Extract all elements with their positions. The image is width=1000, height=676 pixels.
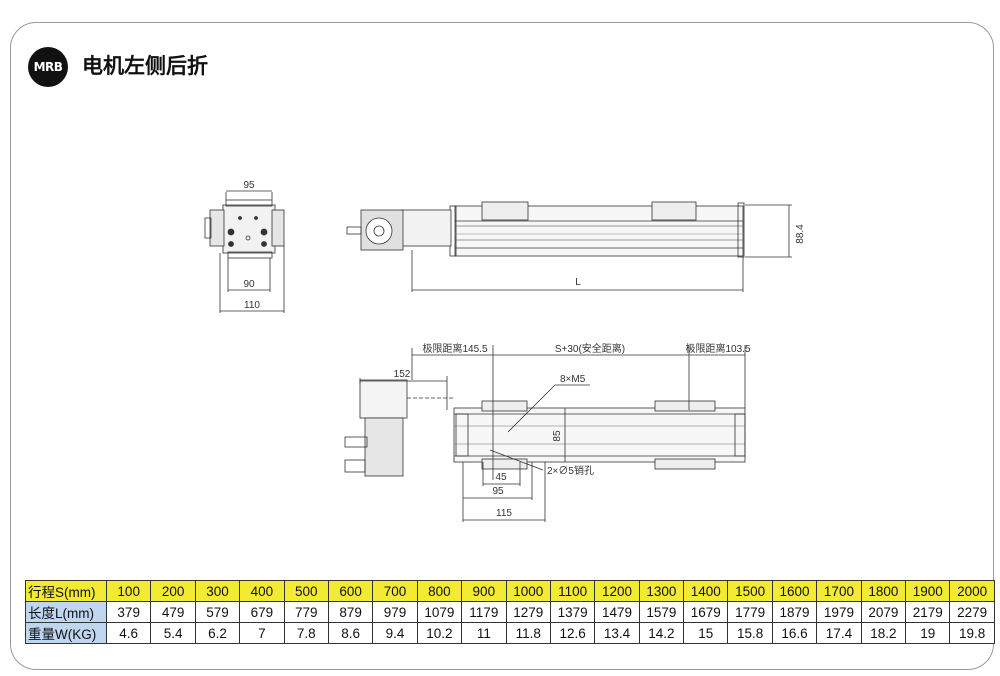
table-cell: 1200 xyxy=(594,580,640,602)
dim-pin-holes: 2×∅5销孔 xyxy=(547,464,594,477)
table-cell: 6.2 xyxy=(194,622,241,644)
brand-logo: MRB xyxy=(28,47,68,87)
table-cell: 800 xyxy=(416,580,463,602)
table-cell: 15 xyxy=(683,622,729,644)
dim-95-top: 95 xyxy=(243,180,255,191)
table-cell: 2279 xyxy=(949,601,995,623)
table-cell: 1500 xyxy=(727,580,773,602)
page-title: 电机左侧后折 xyxy=(82,54,208,78)
table-cell: 779 xyxy=(283,601,329,623)
table-cell: 979 xyxy=(372,601,418,623)
table-cell: 1300 xyxy=(638,580,685,602)
table-cell: 1600 xyxy=(771,580,818,602)
dim-thread-holes: 8×M5 xyxy=(560,374,586,385)
table-cell: 14.2 xyxy=(638,622,685,644)
table-cell: 1279 xyxy=(505,601,551,623)
dim-l: L xyxy=(575,277,581,288)
table-cell: 7.8 xyxy=(283,622,329,644)
end-view xyxy=(204,190,285,313)
table-cell: 1779 xyxy=(727,601,773,623)
table-cell: 5.4 xyxy=(150,622,196,644)
table-cell: 1579 xyxy=(638,601,685,623)
table-cell: 17.4 xyxy=(816,622,862,644)
table-cell: 13.4 xyxy=(594,622,640,644)
table-cell: 1979 xyxy=(816,601,862,623)
table-cell: 15.8 xyxy=(727,622,773,644)
table-cell: 1900 xyxy=(905,580,951,602)
table-cell: 9.4 xyxy=(372,622,418,644)
table-cell: 300 xyxy=(194,580,241,602)
table-cell: 700 xyxy=(372,580,418,602)
table-cell: 879 xyxy=(327,601,374,623)
table-cell: 379 xyxy=(105,601,152,623)
table-cell: 16.6 xyxy=(771,622,818,644)
dim-90: 90 xyxy=(243,279,255,290)
table-cell: 200 xyxy=(150,580,196,602)
dim-45: 45 xyxy=(495,472,507,483)
dim-88-4: 88.4 xyxy=(795,224,806,244)
table-cell: 1400 xyxy=(683,580,729,602)
table-cell: 1479 xyxy=(594,601,640,623)
side-view xyxy=(346,201,792,292)
row-header: 长度L(mm) xyxy=(25,601,107,623)
dim-85: 85 xyxy=(552,430,563,442)
table-cell: 1079 xyxy=(416,601,463,623)
dim-152: 152 xyxy=(394,369,411,380)
table-cell: 600 xyxy=(327,580,374,602)
table-cell: 1100 xyxy=(549,580,596,602)
table-cell: 1000 xyxy=(505,580,551,602)
table-cell: 1879 xyxy=(771,601,818,623)
table-cell: 1379 xyxy=(549,601,596,623)
table-cell: 8.6 xyxy=(327,622,374,644)
dim-limit-left: 极限距离145.5 xyxy=(422,342,487,355)
table-cell: 19.8 xyxy=(949,622,995,644)
dim-110: 110 xyxy=(244,300,260,311)
table-cell: 2079 xyxy=(860,601,907,623)
table-cell: 18.2 xyxy=(860,622,907,644)
table-cell: 2000 xyxy=(949,580,995,602)
table-cell: 1679 xyxy=(683,601,729,623)
table-cell: 679 xyxy=(239,601,285,623)
table-cell: 400 xyxy=(239,580,285,602)
table-cell: 100 xyxy=(105,580,152,602)
table-cell: 11.8 xyxy=(505,622,551,644)
dim-95-bottom: 95 xyxy=(492,486,504,497)
top-view xyxy=(344,345,746,522)
row-header: 重量W(KG) xyxy=(25,622,107,644)
table-cell: 1179 xyxy=(461,601,507,623)
table-cell: 11 xyxy=(461,622,507,644)
dim-stroke-safe: S+30(安全距离) xyxy=(555,342,625,355)
table-cell: 12.6 xyxy=(549,622,596,644)
table-cell: 4.6 xyxy=(105,622,152,644)
table-cell: 479 xyxy=(150,601,196,623)
table-cell: 579 xyxy=(194,601,241,623)
dim-limit-right: 极限距离103.5 xyxy=(685,342,750,355)
row-header: 行程S(mm) xyxy=(25,580,107,602)
table-cell: 19 xyxy=(905,622,951,644)
outer-frame xyxy=(10,22,994,670)
table-cell: 2179 xyxy=(905,601,951,623)
table-cell: 7 xyxy=(239,622,285,644)
table-cell: 900 xyxy=(461,580,507,602)
dim-115: 115 xyxy=(496,508,512,519)
table-cell: 1700 xyxy=(816,580,862,602)
table-cell: 10.2 xyxy=(416,622,463,644)
table-cell: 500 xyxy=(283,580,329,602)
table-cell: 1800 xyxy=(860,580,907,602)
